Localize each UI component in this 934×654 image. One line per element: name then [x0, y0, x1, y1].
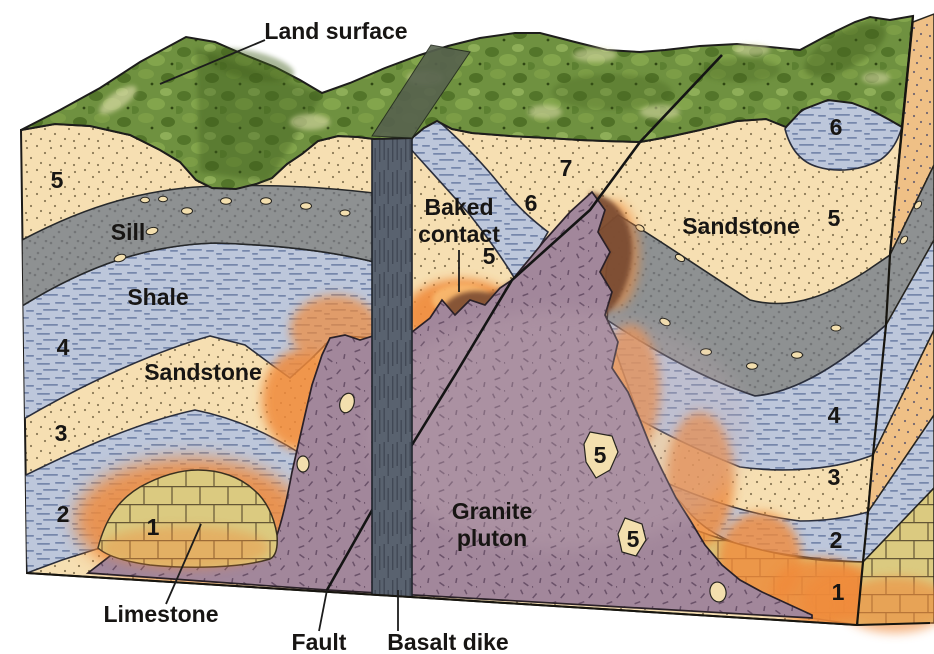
number-right-2: 2 — [830, 527, 843, 553]
leader-limestone — [165, 523, 202, 605]
leader-fault — [318, 589, 328, 632]
number-left-1: 1 — [147, 514, 160, 540]
xenolith-blobs — [296, 392, 727, 603]
label-granite-2: pluton — [457, 525, 527, 551]
number-center-7: 7 — [560, 155, 573, 181]
label-land-surface: Land surface — [264, 18, 407, 44]
label-baked-contact-2: contact — [418, 221, 500, 247]
number-right-5: 5 — [828, 205, 841, 231]
leader-lines — [159, 39, 460, 632]
number-right-1: 1 — [832, 579, 845, 605]
vegetation-shading — [99, 23, 890, 182]
block-bottom-edges — [26, 572, 931, 627]
granite-highlight — [370, 310, 750, 550]
number-xenolith-a: 5 — [594, 442, 607, 468]
number-center-6: 6 — [525, 190, 538, 216]
number-right-6: 6 — [830, 114, 843, 140]
label-sandstone-right: Sandstone — [682, 213, 800, 239]
side-limestone-baked-glow — [840, 577, 934, 633]
label-granite-1: Granite — [452, 498, 533, 524]
label-shale: Shale — [127, 284, 188, 310]
number-left-3: 3 — [55, 420, 68, 446]
label-sill: Sill — [111, 219, 146, 245]
sill-xenolith-blobs-left — [113, 195, 351, 263]
side-sill-blobs — [899, 200, 923, 245]
number-center-5: 5 — [483, 243, 496, 269]
number-right-4: 4 — [828, 402, 841, 428]
limestone-baked-tint — [100, 526, 270, 570]
number-left-2: 2 — [57, 501, 70, 527]
label-sandstone-left: Sandstone — [144, 359, 262, 385]
basalt-dike-band — [371, 125, 413, 601]
number-left-5: 5 — [51, 167, 64, 193]
number-left-4: 4 — [57, 334, 70, 360]
number-xenolith-b: 5 — [627, 526, 640, 552]
label-basalt-dike: Basalt dike — [387, 629, 508, 654]
label-fault: Fault — [292, 629, 347, 654]
fault-surface-trace — [639, 54, 723, 143]
basalt-dike-surface-trace — [371, 44, 471, 139]
block-corner-edge — [855, 15, 915, 626]
sill-xenolith-blobs-right — [635, 224, 842, 370]
leader-land-surface — [159, 39, 266, 85]
label-baked-contact-1: Baked — [424, 194, 493, 220]
number-right-3: 3 — [828, 464, 841, 490]
label-limestone: Limestone — [103, 601, 218, 627]
